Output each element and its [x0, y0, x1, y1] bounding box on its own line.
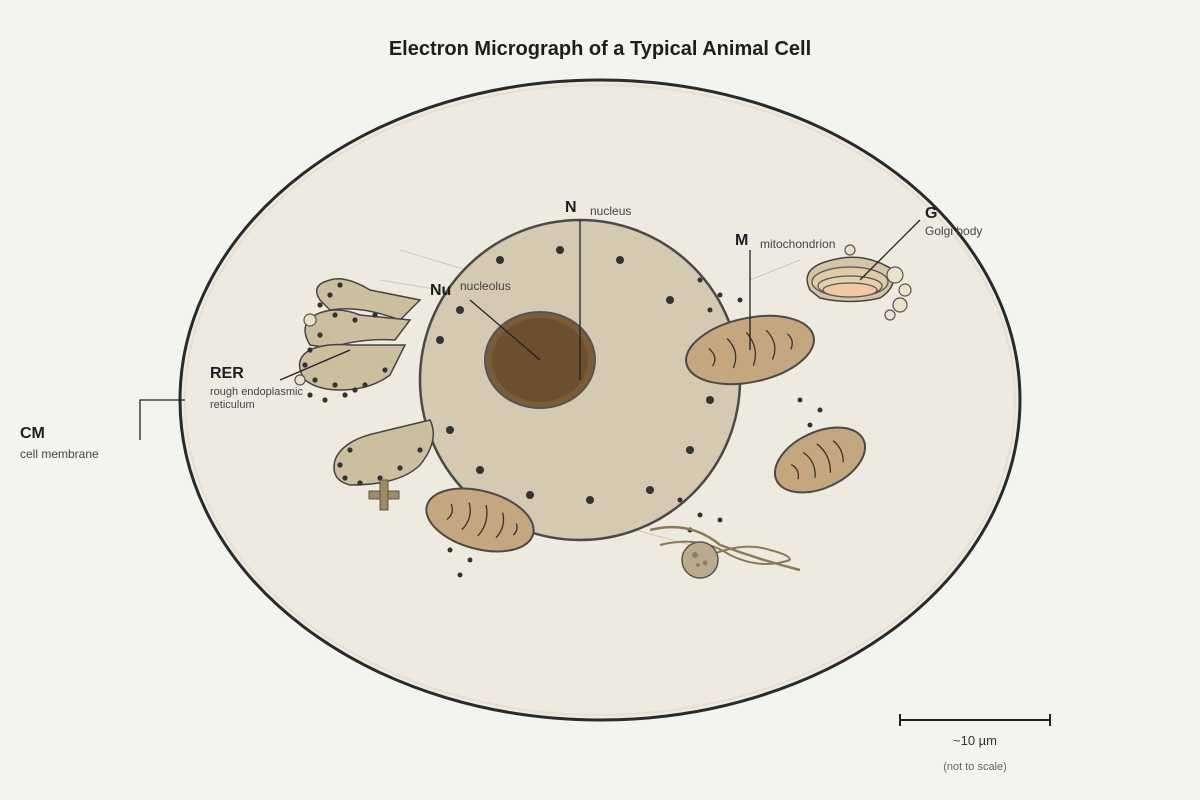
nuclear-pores	[436, 246, 714, 504]
svg-text:rough endoplasmic: rough endoplasmic	[210, 386, 303, 398]
label-mitochondrion: M mitochondrion	[735, 232, 835, 251]
svg-text:CM: CM	[20, 425, 45, 442]
vesicle-with-filaments	[649, 525, 801, 579]
diagram-title: Electron Micrograph of a Typical Animal …	[389, 38, 811, 60]
svg-text:mitochondrion: mitochondrion	[760, 237, 835, 251]
scale-bar-label: ~10 µm	[953, 733, 997, 748]
label-nucleus: N nucleus	[565, 199, 631, 218]
mitochondrion-right	[773, 426, 867, 494]
label-golgi: G Golgi body	[925, 205, 982, 238]
membrane-leader	[139, 399, 185, 440]
leader-lines	[139, 219, 921, 440]
golgi-body	[806, 244, 912, 321]
svg-text:G: G	[925, 205, 937, 222]
svg-text:RER: RER	[210, 365, 244, 382]
label-nucleolus: Nu nucleolus	[430, 279, 511, 299]
centriole	[368, 479, 400, 511]
svg-text:nucleolus: nucleolus	[460, 279, 511, 293]
mitochondrion-lower	[425, 487, 535, 553]
svg-text:nucleus: nucleus	[590, 204, 631, 218]
ribosomes	[302, 282, 423, 486]
svg-text:M: M	[735, 232, 748, 249]
golgi-vesicles	[844, 244, 912, 321]
svg-text:Golgi body: Golgi body	[925, 224, 982, 238]
rer-leader	[279, 349, 351, 381]
scale-bar: ~10 µm (not to scale)	[899, 714, 1051, 773]
golgi-leader	[859, 219, 921, 281]
svg-text:Nu: Nu	[430, 282, 451, 299]
label-cell-membrane: CM cell membrane	[20, 425, 99, 461]
nucleolus-leader	[469, 299, 541, 361]
svg-text:reticulum: reticulum	[210, 399, 255, 411]
label-rer: RER rough endoplasmic reticulum	[210, 365, 303, 411]
svg-text:N: N	[565, 199, 577, 216]
rough-endoplasmic-reticulum	[294, 278, 435, 486]
free-ribosomes	[447, 277, 823, 578]
svg-text:cell membrane: cell membrane	[20, 447, 99, 461]
scale-bar-note: (not to scale)	[943, 761, 1007, 773]
